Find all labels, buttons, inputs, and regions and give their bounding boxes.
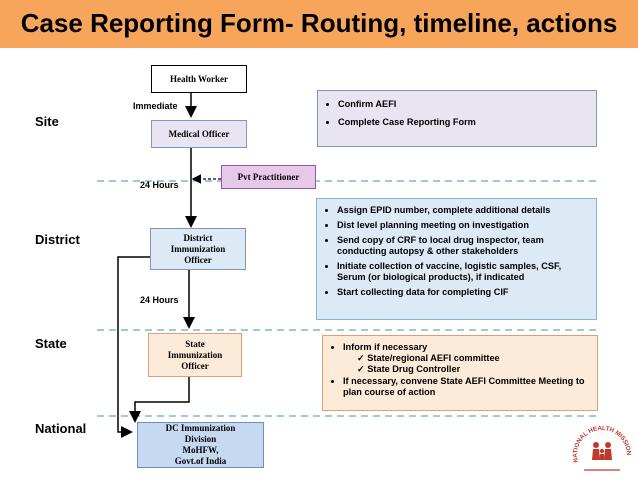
- district-action-item: Send copy of CRF to local drug inspector…: [337, 235, 588, 257]
- state-officer-line1: State: [185, 338, 205, 349]
- district-officer-line1: District: [183, 232, 213, 243]
- health-worker-box: Health Worker: [151, 65, 247, 93]
- district-actions-panel: Assign EPID number, complete additional …: [316, 198, 597, 320]
- timeline-24h-second: 24 Hours: [140, 295, 179, 305]
- level-district: District: [35, 232, 80, 247]
- national-office-line3: MoHFW,: [182, 445, 219, 455]
- state-action-item: Inform if necessary State/regional AEFI …: [343, 342, 589, 375]
- site-action-item: Confirm AEFI: [338, 99, 588, 110]
- arrow-state-to-national: [129, 377, 190, 423]
- family-figures-icon: [592, 442, 612, 460]
- district-officer-box: District Immunization Officer: [150, 228, 246, 270]
- health-worker-label: Health Worker: [169, 73, 229, 84]
- level-state: State: [35, 336, 67, 351]
- national-health-mission-logo: NATIONAL HEALTH MISSION: [572, 425, 632, 471]
- state-sub-item: State Drug Controller: [357, 364, 589, 375]
- timeline-immediate: Immediate: [133, 101, 178, 111]
- level-national: National: [35, 421, 87, 436]
- site-actions-panel: Confirm AEFI Complete Case Reporting For…: [317, 90, 597, 147]
- pvt-practitioner-box: Pvt Practitioner: [221, 165, 316, 189]
- national-office-line2: Division: [184, 434, 217, 444]
- site-action-item: Complete Case Reporting Form: [338, 117, 588, 128]
- district-action-item: Start collecting data for completing CIF: [337, 287, 588, 298]
- state-sub-item: State/regional AEFI committee: [357, 353, 589, 364]
- page-title: Case Reporting Form- Routing, timeline, …: [20, 8, 618, 38]
- district-action-item: Assign EPID number, complete additional …: [337, 205, 588, 216]
- national-office-line1: DC Immunization: [165, 423, 236, 433]
- medical-officer-box: Medical Officer: [151, 120, 247, 148]
- pvt-practitioner-label: Pvt Practitioner: [237, 171, 300, 182]
- state-officer-box: State Immunization Officer: [148, 333, 242, 377]
- level-site: Site: [35, 114, 59, 129]
- state-officer-line3: Officer: [181, 360, 209, 371]
- national-office-box: DC Immunization Division MoHFW, Govt.of …: [137, 422, 264, 468]
- district-action-item: Dist level planning meeting on investiga…: [337, 220, 588, 231]
- state-action-item: If necessary, convene State AEFI Committ…: [343, 376, 589, 398]
- district-officer-line3: Officer: [184, 254, 212, 265]
- national-office-line4: Govt.of India: [174, 456, 227, 466]
- state-actions-panel: Inform if necessary State/regional AEFI …: [322, 335, 598, 411]
- state-action-text: Inform if necessary: [343, 342, 428, 352]
- state-officer-line2: Immunization: [167, 349, 223, 360]
- medical-officer-label: Medical Officer: [168, 128, 230, 139]
- arrow-district-to-national: [117, 256, 150, 438]
- timeline-24h-first: 24 Hours: [140, 180, 179, 190]
- district-action-item: Initiate collection of vaccine, logistic…: [337, 261, 588, 283]
- title-bar: [0, 0, 638, 48]
- district-officer-line2: Immunization: [170, 243, 226, 254]
